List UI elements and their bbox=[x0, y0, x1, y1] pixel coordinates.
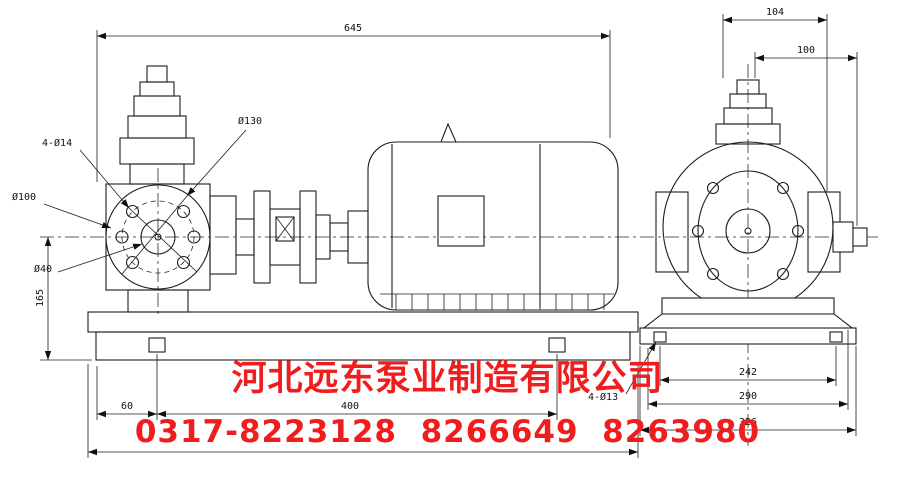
watermark-phone-numbers: 0317-8223128 8266649 8263980 bbox=[134, 414, 761, 450]
label-front-bolt-holes: 4-Ø14 bbox=[42, 137, 72, 149]
dim-overall-length: 645 bbox=[344, 23, 362, 34]
label-base-bolt-holes: 4-Ø13 bbox=[588, 391, 618, 403]
side-view bbox=[639, 79, 868, 345]
leader-labels: 4-Ø14 Ø130 Ø100 Ø40 4-Ø13 bbox=[12, 115, 657, 403]
front-view bbox=[87, 65, 639, 361]
dim-pump-center-height: 165 bbox=[35, 289, 46, 307]
label-flange-od: Ø130 bbox=[238, 115, 262, 127]
dim-base-inner: 242 bbox=[739, 367, 757, 378]
label-shaft-dia: Ø40 bbox=[34, 263, 52, 275]
label-flange-pcd: Ø100 bbox=[12, 191, 36, 203]
dim-base-outer: 326 bbox=[739, 417, 757, 428]
dim-top-inner: 100 bbox=[797, 45, 815, 56]
dimensions: 645 104 100 165 60 400 242 bbox=[35, 7, 858, 458]
dim-top-outer: 104 bbox=[766, 7, 784, 18]
dim-foot-offset: 60 bbox=[121, 401, 133, 412]
dim-foot-spacing: 400 bbox=[341, 401, 359, 412]
watermark-company-name: 河北远东泵业制造有限公司 bbox=[231, 359, 664, 399]
dim-base-mid: 290 bbox=[739, 391, 757, 402]
